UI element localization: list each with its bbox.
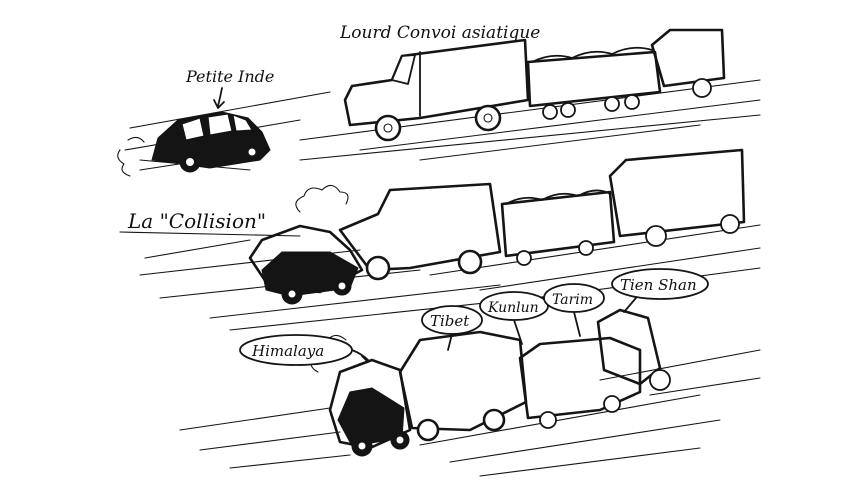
tibet-label-group: Tibet: [421, 305, 483, 351]
collision-label: La "Collision": [127, 209, 266, 233]
kunlun-arrow: [513, 319, 523, 345]
himalaya-label: Himalaya: [251, 342, 324, 360]
kunlun-label: Kunlun: [487, 300, 539, 316]
tien-shan-bubble: [611, 268, 709, 300]
kunlun-label-group: Kunlun: [479, 291, 549, 345]
small-india-label: Petite Inde: [185, 67, 274, 86]
tarim-label-group: Tarim: [543, 283, 605, 337]
tarim-label: Tarim: [552, 292, 593, 308]
collision-underline: [119, 231, 301, 237]
small-india-label-group: Petite Inde: [185, 67, 274, 109]
convoy-truck-top: [343, 28, 726, 142]
convoy-label: Lourd Convoi asiatique: [339, 23, 540, 43]
himalaya-arrow: [351, 349, 369, 365]
small-india-arrow: [213, 87, 225, 109]
tien-shan-label: Tien Shan: [620, 276, 697, 294]
tien-shan-arrow: [623, 297, 637, 313]
collision-scene-middle: [248, 148, 746, 305]
himalaya-label-group: Himalaya: [239, 334, 369, 366]
tibet-label: Tibet: [430, 312, 470, 330]
tarim-arrow: [573, 311, 581, 337]
pileup-scene-bottom: [310, 308, 671, 457]
tibet-arrow: [447, 333, 453, 351]
convoy-label-group: Lourd Convoi asiatique: [339, 23, 540, 43]
small-india-car: [117, 111, 271, 177]
collision-label-group: La "Collision": [119, 209, 301, 237]
road-lines-bottom: [179, 349, 761, 477]
tien-shan-label-group: Tien Shan: [611, 268, 709, 313]
